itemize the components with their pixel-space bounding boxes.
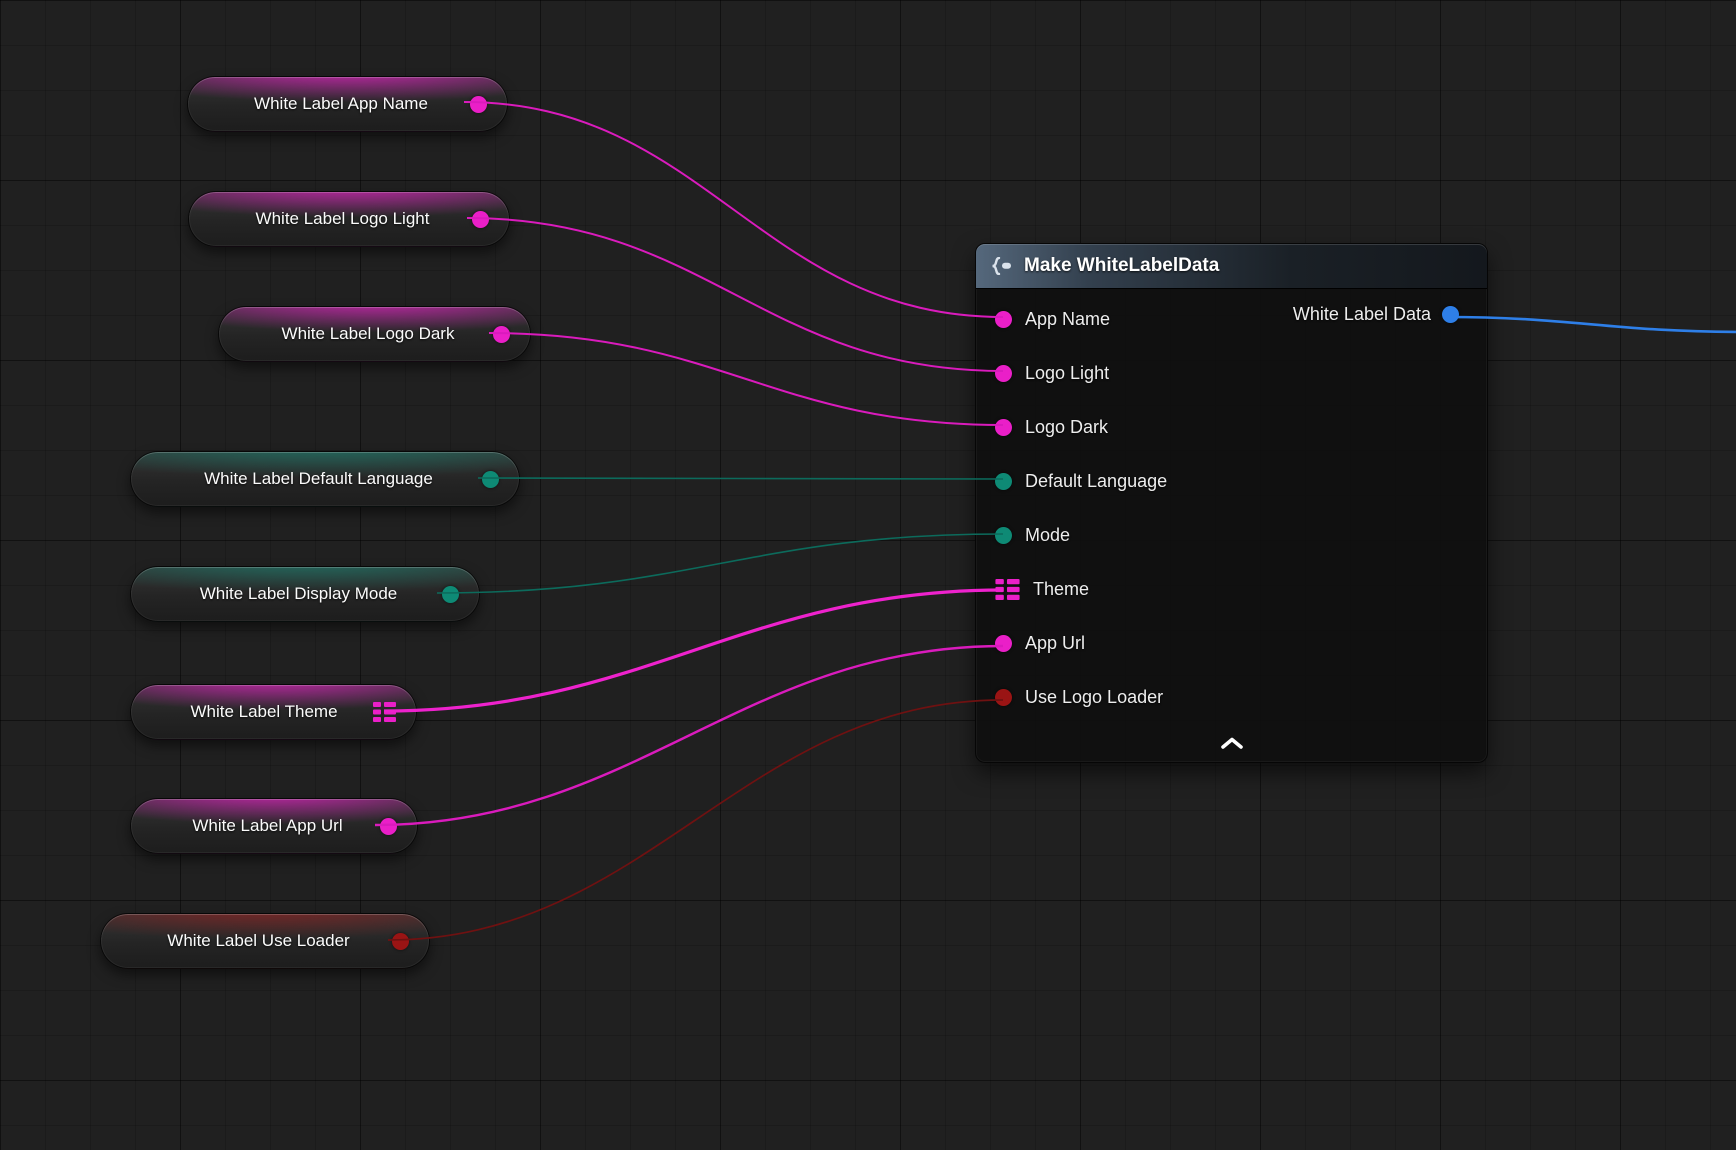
- map-output-pin[interactable]: [373, 702, 396, 722]
- getter-label: White Label Use Loader: [167, 931, 350, 950]
- make-struct-icon: [992, 257, 1011, 275]
- input-row-app-url: App Url: [976, 616, 1487, 670]
- output-pin-label: White Label Data: [1292, 304, 1431, 324]
- node-getter-white-label-default-language[interactable]: White Label Default Language: [130, 451, 520, 507]
- collapse-toggle[interactable]: [976, 728, 1487, 758]
- node-header[interactable]: Make WhiteLabelData: [976, 244, 1487, 289]
- node-getter-white-label-use-loader[interactable]: White Label Use Loader: [100, 913, 430, 969]
- input-pin-label: Logo Light: [1025, 362, 1110, 383]
- enum-output-pin[interactable]: [482, 470, 499, 488]
- input-row-app-name: App Name: [976, 292, 1487, 346]
- node-getter-white-label-logo-dark[interactable]: White Label Logo Dark: [218, 306, 531, 362]
- input-pin-label: Theme: [1033, 578, 1090, 599]
- input-pin-label: App Name: [1025, 308, 1111, 329]
- input-row-mode: Mode: [976, 508, 1487, 562]
- node-body: App Name Logo Light Logo Dark Default La…: [976, 289, 1487, 724]
- getter-label: White Label App Url: [192, 816, 343, 835]
- getter-label: White Label Theme: [190, 702, 338, 721]
- chevron-up-icon: [1220, 737, 1243, 749]
- getter-label: White Label Logo Light: [255, 209, 430, 228]
- output-pin-white-label-data[interactable]: [1442, 306, 1459, 323]
- node-title: Make WhiteLabelData: [1024, 255, 1220, 276]
- node-make-whitelabeldata[interactable]: Make WhiteLabelData App Name Logo Light …: [975, 243, 1488, 763]
- input-pin-use-logo-loader[interactable]: [995, 688, 1012, 706]
- wire-default-language[interactable]: [477, 477, 1004, 480]
- input-pin-label: Logo Dark: [1025, 416, 1109, 437]
- input-pin-label: Use Logo Loader: [1025, 686, 1164, 707]
- input-pin-app-url[interactable]: [995, 634, 1012, 652]
- input-pin-label: Default Language: [1025, 470, 1168, 491]
- string-output-pin[interactable]: [470, 95, 487, 113]
- enum-output-pin[interactable]: [442, 585, 459, 603]
- input-pin-label: App Url: [1025, 632, 1086, 653]
- wire-theme[interactable]: [383, 588, 1004, 713]
- wire-app-url[interactable]: [374, 644, 1004, 827]
- input-row-theme: Theme: [976, 562, 1487, 616]
- input-row-logo-dark: Logo Dark: [976, 400, 1487, 454]
- getter-label: White Label App Name: [254, 94, 428, 113]
- node-getter-white-label-app-url[interactable]: White Label App Url: [130, 798, 418, 854]
- node-getter-white-label-theme[interactable]: White Label Theme: [130, 684, 417, 740]
- wire-logo-light[interactable]: [466, 217, 1004, 372]
- node-getter-white-label-app-name[interactable]: White Label App Name: [187, 76, 508, 132]
- wire-logo-dark[interactable]: [488, 332, 1004, 426]
- node-getter-white-label-display-mode[interactable]: White Label Display Mode: [130, 566, 480, 622]
- wire-mode[interactable]: [436, 533, 1004, 594]
- input-row-logo-light: Logo Light: [976, 346, 1487, 400]
- input-pin-label: Mode: [1025, 524, 1071, 545]
- input-row-use-logo-loader: Use Logo Loader: [976, 670, 1487, 724]
- wire-white-label-data-out[interactable]: [1443, 315, 1736, 334]
- output-row-white-label-data: White Label Data: [1293, 304, 1459, 325]
- input-pin-mode[interactable]: [995, 526, 1012, 544]
- node-getter-white-label-logo-light[interactable]: White Label Logo Light: [188, 191, 510, 247]
- bool-output-pin[interactable]: [392, 932, 409, 950]
- map-container-icon: [373, 702, 396, 722]
- wire-use-logo-loader[interactable]: [387, 699, 1004, 941]
- getter-label: White Label Logo Dark: [281, 324, 455, 343]
- getter-label: White Label Display Mode: [199, 584, 398, 603]
- input-pin-logo-dark[interactable]: [995, 418, 1012, 436]
- input-pin-app-name[interactable]: [995, 310, 1012, 328]
- input-row-default-language: Default Language: [976, 454, 1487, 508]
- wire-app-name[interactable]: [463, 101, 1004, 318]
- getter-label: White Label Default Language: [204, 469, 433, 488]
- input-pin-default-language[interactable]: [995, 472, 1012, 490]
- input-pin-logo-light[interactable]: [995, 364, 1012, 382]
